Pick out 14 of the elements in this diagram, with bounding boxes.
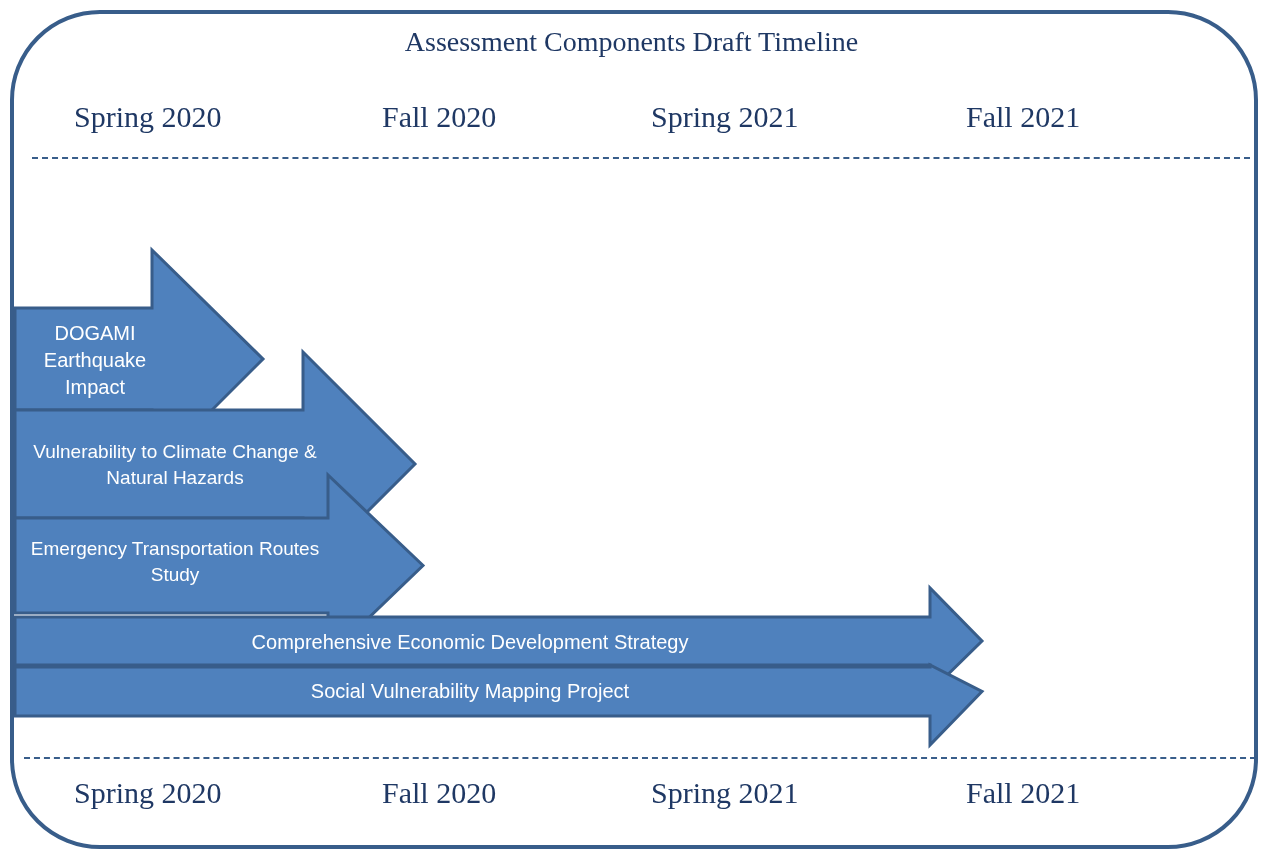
season-label: Spring 2020 bbox=[74, 776, 222, 810]
season-label: Fall 2021 bbox=[966, 776, 1081, 810]
arrow-label: Comprehensive Economic Development Strategy bbox=[250, 629, 690, 655]
season-label: Fall 2020 bbox=[382, 100, 497, 134]
season-label: Fall 2021 bbox=[966, 100, 1081, 134]
season-label: Spring 2020 bbox=[74, 100, 222, 134]
diagram-title: Assessment Components Draft Timeline bbox=[403, 26, 860, 58]
arrow-label: DOGAMI Earthquake Impact bbox=[42, 320, 148, 400]
season-label: Spring 2021 bbox=[651, 100, 799, 134]
season-label: Spring 2021 bbox=[651, 776, 799, 810]
arrow-label: Emergency Transportation Routes Study bbox=[30, 537, 320, 587]
arrow-label: Social Vulnerability Mapping Project bbox=[309, 678, 631, 704]
season-label: Fall 2020 bbox=[382, 776, 497, 810]
arrow-label: Vulnerability to Climate Change & Natural Hazards bbox=[32, 440, 318, 490]
